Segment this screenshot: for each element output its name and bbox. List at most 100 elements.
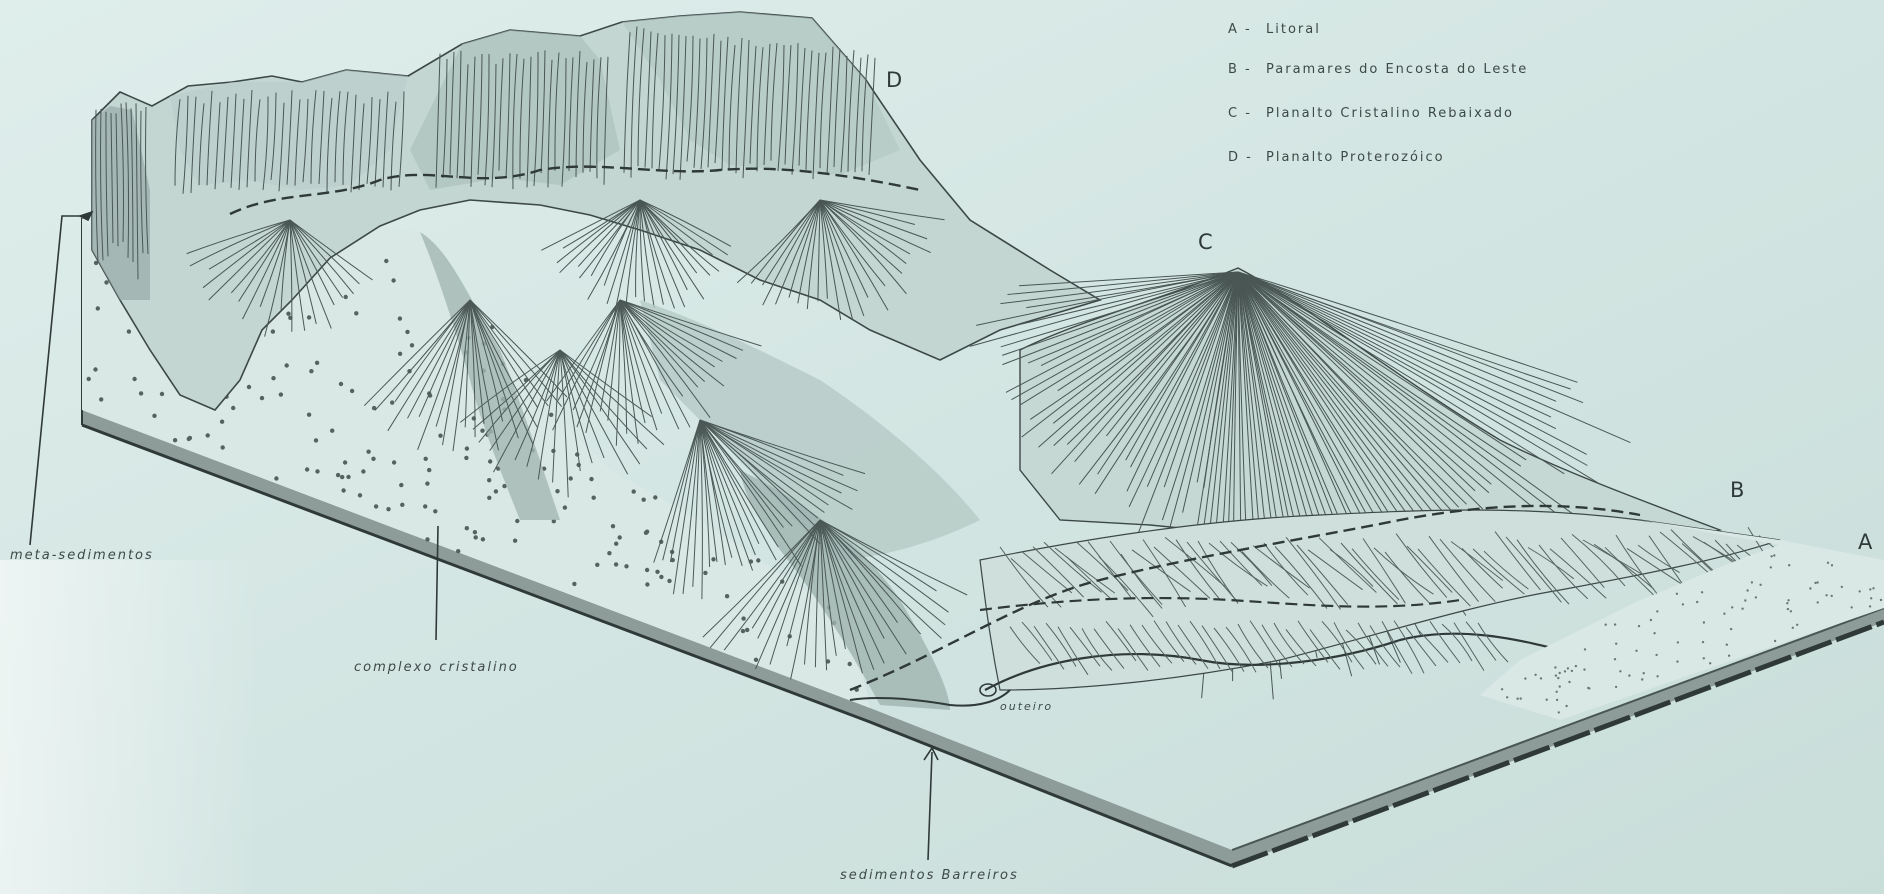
legend-text: Planalto Proterozóico xyxy=(1266,150,1445,165)
legend-code: D - xyxy=(1228,150,1266,165)
stipple-dot xyxy=(1728,655,1730,657)
stipple-dot xyxy=(427,468,431,472)
stipple-dot xyxy=(465,446,469,450)
stipple-dot xyxy=(474,535,478,539)
legend-item-c: C -Planalto Cristalino Rebaixado xyxy=(1228,106,1514,121)
stipple-dot xyxy=(132,377,136,381)
stipple-dot xyxy=(127,329,131,333)
stipple-dot xyxy=(152,414,156,418)
stipple-dot xyxy=(425,537,429,541)
stipple-dot xyxy=(711,557,715,561)
stipple-dot xyxy=(400,503,404,507)
stipple-dot xyxy=(341,488,345,492)
stipple-dot xyxy=(611,524,615,528)
legend-text: Litoral xyxy=(1266,22,1321,37)
stipple-dot xyxy=(848,662,852,666)
region-letter-c: C xyxy=(1198,230,1213,254)
stipple-dot xyxy=(1787,608,1789,610)
stipple-dot xyxy=(1676,660,1678,662)
stipple-dot xyxy=(173,438,177,442)
stipple-dot xyxy=(465,526,469,530)
stipple-dot xyxy=(464,456,468,460)
stipple-dot xyxy=(645,530,649,534)
stipple-dot xyxy=(555,489,559,493)
stipple-dot xyxy=(433,509,437,513)
stipple-dot xyxy=(563,505,567,509)
stipple-dot xyxy=(309,369,313,373)
stipple-dot xyxy=(1583,668,1585,670)
stipple-dot xyxy=(1558,711,1560,713)
stipple-dot xyxy=(398,316,402,320)
stipple-dot xyxy=(260,396,264,400)
stipple-dot xyxy=(1726,644,1728,646)
stipple-dot xyxy=(1869,605,1871,607)
stipple-dot xyxy=(1751,581,1753,583)
stipple-dot xyxy=(307,315,311,319)
stipple-dot xyxy=(1755,596,1757,598)
stipple-dot xyxy=(1827,562,1829,564)
stipple-dot xyxy=(667,579,671,583)
stipple-dot xyxy=(1587,687,1589,689)
stipple-dot xyxy=(1575,665,1577,667)
stipple-dot xyxy=(1614,623,1616,625)
stipple-dot xyxy=(1534,674,1536,676)
legend-code: B - xyxy=(1228,62,1266,77)
stipple-dot xyxy=(1696,601,1698,603)
stipple-dot xyxy=(1809,587,1811,589)
stipple-dot xyxy=(1792,627,1794,629)
stipple-dot xyxy=(1816,581,1818,583)
stipple-dot xyxy=(343,460,347,464)
stipple-dot xyxy=(330,429,334,433)
stipple-dot xyxy=(645,582,649,586)
stipple-dot xyxy=(187,437,191,441)
stipple-dot xyxy=(1559,685,1561,687)
stipple-dot xyxy=(481,537,485,541)
stipple-dot xyxy=(572,582,576,586)
legend-item-a: A -Litoral xyxy=(1228,22,1321,37)
legend-text: Paramares do Encosta do Leste xyxy=(1266,62,1528,77)
stipple-dot xyxy=(350,389,354,393)
stipple-dot xyxy=(1746,589,1748,591)
stipple-dot xyxy=(592,496,596,500)
stipple-dot xyxy=(614,542,618,546)
stipple-dot xyxy=(361,469,365,473)
stipple-dot xyxy=(314,438,318,442)
stipple-dot xyxy=(1676,593,1678,595)
stipple-dot xyxy=(271,329,275,333)
stipple-dot xyxy=(1540,677,1542,679)
stipple-dot xyxy=(344,295,348,299)
stipple-dot xyxy=(1773,554,1775,556)
stipple-dot xyxy=(569,476,573,480)
stipple-dot xyxy=(1825,594,1827,596)
stipple-dot xyxy=(1730,628,1732,630)
stipple-dot xyxy=(1872,587,1874,589)
stipple-dot xyxy=(741,629,745,633)
stipple-dot xyxy=(456,549,460,553)
stipple-dot xyxy=(139,391,143,395)
stipple-dot xyxy=(1786,602,1788,604)
stipple-dot xyxy=(1656,675,1658,677)
stipple-dot xyxy=(1774,640,1776,642)
region-letter-a: A xyxy=(1858,530,1872,554)
stipple-dot xyxy=(1615,686,1617,688)
stipple-dot xyxy=(1702,641,1704,643)
stipple-dot xyxy=(1605,624,1607,626)
stipple-dot xyxy=(1817,601,1819,603)
stipple-dot xyxy=(1567,667,1569,669)
stipple-dot xyxy=(1703,621,1705,623)
stipple-dot xyxy=(392,460,396,464)
stipple-dot xyxy=(1635,650,1637,652)
stipple-dot xyxy=(1723,613,1725,615)
stipple-dot xyxy=(1571,670,1573,672)
label-complexo-cristalino: complexo cristalino xyxy=(354,660,519,675)
label-outeiro: outeiro xyxy=(1000,700,1053,713)
stipple-dot xyxy=(645,568,649,572)
stipple-dot xyxy=(1555,674,1557,676)
stipple-dot xyxy=(424,457,428,461)
stipple-dot xyxy=(346,475,350,479)
stipple-dot xyxy=(589,477,593,481)
stipple-dot xyxy=(494,489,498,493)
stipple-dot xyxy=(231,406,235,410)
stipple-dot xyxy=(1759,584,1761,586)
